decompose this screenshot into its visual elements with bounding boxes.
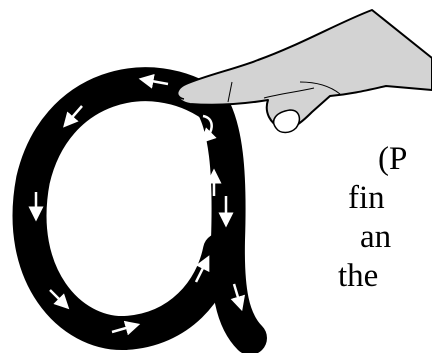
letter-a-bowl (30, 84, 220, 333)
instruction-line-4: the (338, 257, 432, 296)
instruction-line-2: fin (348, 179, 432, 218)
instruction-line-1: (P (378, 140, 432, 179)
instruction-line-3: an (360, 218, 432, 257)
instruction-text: (P fin an the (338, 140, 432, 296)
